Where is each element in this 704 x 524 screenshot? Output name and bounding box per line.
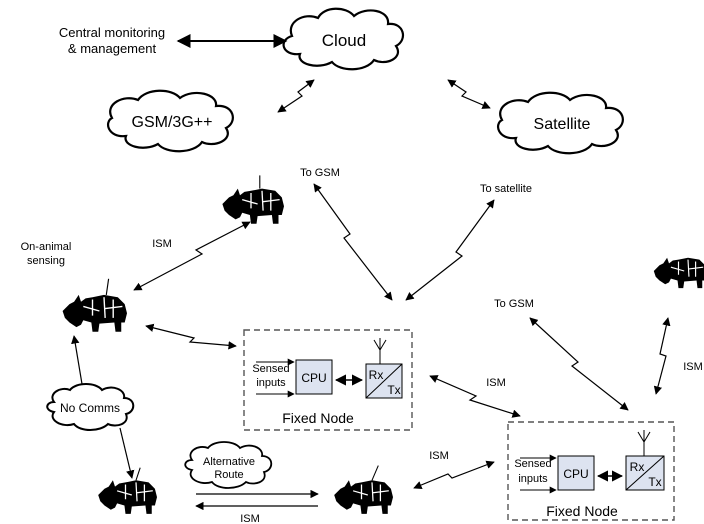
no-comms-cloud [46, 383, 135, 431]
fixed-node-2: Sensed inputs CPU Rx Tx Fixed Node [507, 421, 675, 521]
to-gsm-label-top: To GSM [300, 167, 340, 179]
rhino-icon [61, 278, 128, 333]
fixed-node-title: Fixed Node [282, 410, 354, 426]
fixed-node-title: Fixed Node [546, 503, 618, 519]
cpu-label: CPU [301, 371, 326, 385]
on-animal-label-line2: sensing [27, 255, 65, 267]
rhino-icon [97, 467, 158, 515]
fixed-node-1: Sensed inputs CPU Rx Tx Fixed Node [243, 329, 413, 431]
antenna-icon [373, 338, 387, 364]
central-monitoring-label-line1: Central monitoring [59, 25, 165, 40]
alternative-route-cloud [184, 441, 273, 489]
cpu-box [295, 359, 333, 395]
rhino-icon [333, 465, 394, 515]
satellite-cloud [497, 91, 624, 155]
alternative-route-label-line1: Alternative [203, 456, 255, 468]
rhino-icon [221, 175, 285, 225]
ism-label-5: ISM [240, 513, 260, 524]
ism-label-1: ISM [152, 238, 172, 250]
cpu-box [557, 455, 595, 491]
alternative-route-label-line2: Route [214, 469, 243, 481]
on-animal-label-line1: On-animal [21, 241, 72, 253]
ism-label-3: ISM [683, 361, 703, 373]
no-comms-label: No Comms [60, 401, 120, 415]
sensed-inputs-label-line2: inputs [518, 473, 548, 485]
tx-label: Tx [387, 383, 400, 397]
sensed-inputs-label-line2: inputs [256, 377, 286, 389]
antenna-icon [637, 430, 651, 456]
tx-label: Tx [648, 475, 661, 489]
rhino-icon [653, 257, 704, 289]
rx-label: Rx [630, 460, 645, 474]
cpu-label: CPU [563, 467, 588, 481]
central-monitoring-label-line2: & management [68, 41, 157, 56]
connection-arrows [71, 34, 671, 511]
fixed-node-boundary [507, 421, 675, 521]
to-gsm-label-right: To GSM [494, 298, 534, 310]
gsm-label: GSM/3G++ [132, 114, 213, 131]
sensed-inputs-label-line1: Sensed [252, 363, 289, 375]
gsm-cloud [107, 89, 234, 153]
ism-label-2: ISM [486, 377, 506, 389]
sensed-inputs-label-line1: Sensed [514, 458, 551, 470]
fixed-node-boundary [243, 329, 413, 431]
rx-label: Rx [369, 368, 384, 382]
satellite-label: Satellite [534, 116, 591, 133]
cloud-shape [282, 7, 405, 71]
to-satellite-label: To satellite [480, 183, 532, 195]
cloud-label: Cloud [322, 31, 366, 50]
ism-label-4: ISM [429, 450, 449, 462]
